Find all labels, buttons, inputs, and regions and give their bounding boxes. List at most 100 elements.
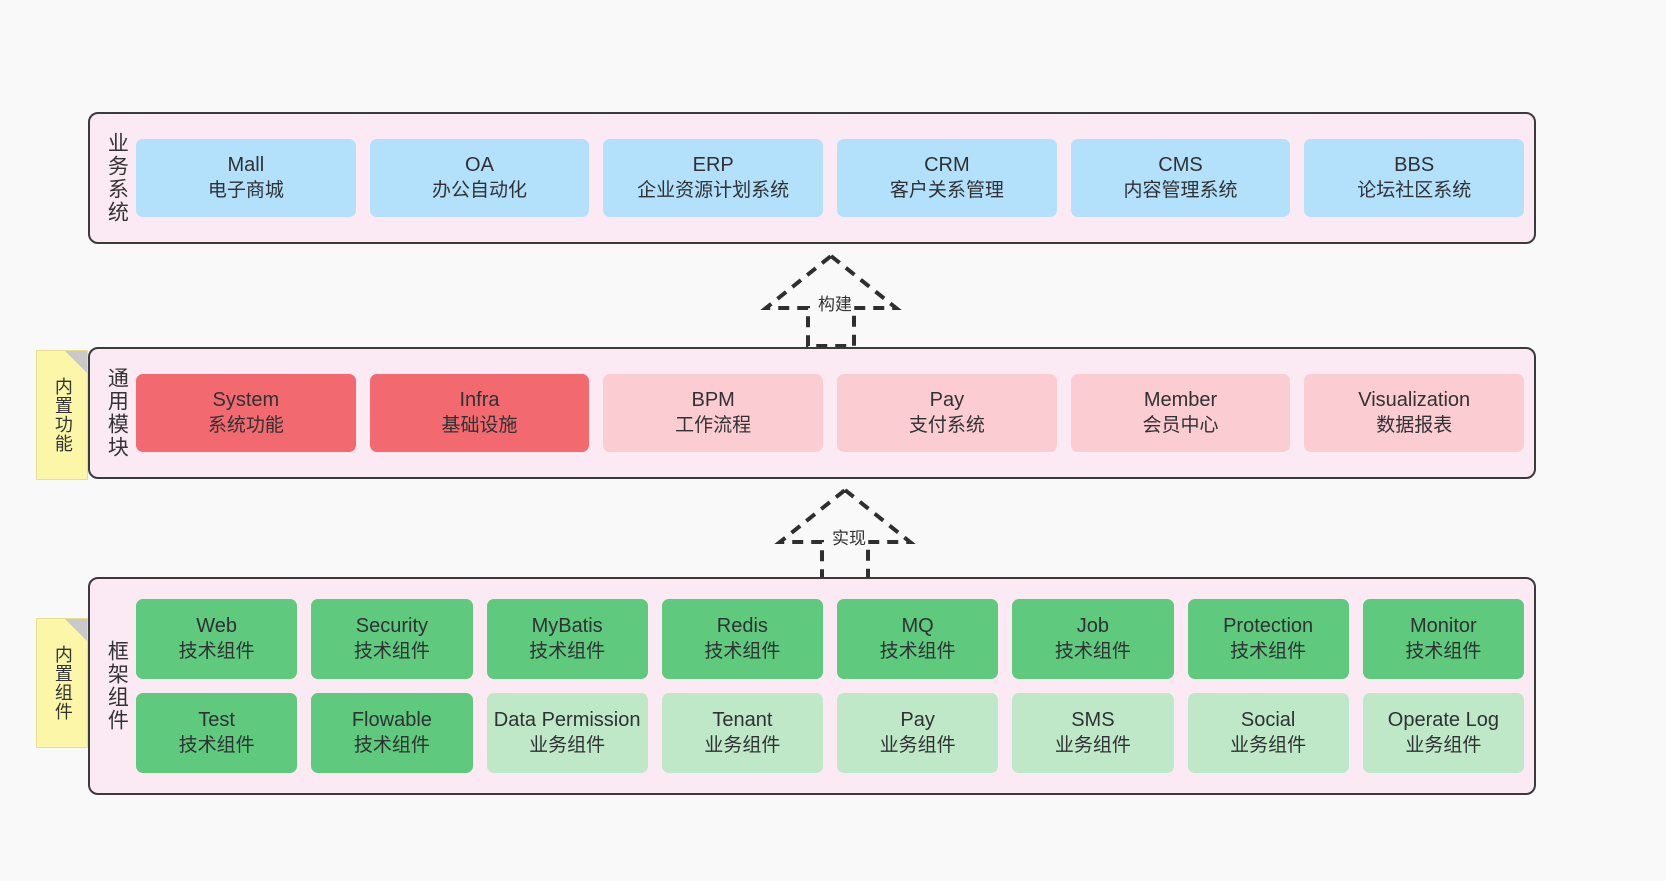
node-security[interactable]: Security 技术组件: [311, 599, 473, 679]
node-subtitle: 业务组件: [704, 734, 781, 756]
node-cms[interactable]: CMS 内容管理系统: [1070, 139, 1291, 217]
layer-label-framework-components: 框架组件: [105, 640, 129, 732]
node-title: Mall: [227, 154, 265, 177]
node-subtitle: 基础设施: [441, 414, 518, 436]
node-test[interactable]: Test 技术组件: [136, 693, 298, 773]
layer-body-framework-components: Web 技术组件 Security 技术组件 MyBatis 技术组件 Redi…: [136, 587, 1524, 785]
node-title: Member: [1143, 389, 1218, 412]
node-web[interactable]: Web 技术组件: [136, 599, 298, 679]
layer-framework-components[interactable]: 框架组件 Web 技术组件 Security 技术组件 MyBatis 技术组件…: [88, 577, 1536, 795]
connector-implement: 实现: [760, 484, 930, 584]
node-oa[interactable]: OA 办公自动化: [369, 139, 590, 217]
node-erp[interactable]: ERP 企业资源计划系统: [603, 139, 824, 217]
note-builtin-functions[interactable]: 内置功能: [36, 350, 88, 480]
note-label: 内置组件: [52, 645, 73, 721]
node-job[interactable]: Job 技术组件: [1012, 599, 1174, 679]
node-subtitle: 数据报表: [1376, 414, 1453, 436]
node-title: MyBatis: [531, 615, 603, 638]
layer-business-systems[interactable]: 业务系统 Mall 电子商城 OA 办公自动化 ERP 企业资源计划系统 CRM…: [88, 112, 1536, 244]
node-monitor[interactable]: Monitor 技术组件: [1362, 599, 1524, 679]
dashed-hollow-arrow-up-icon: [774, 487, 916, 582]
node-title: Flowable: [351, 709, 432, 732]
node-subtitle: 办公自动化: [432, 179, 528, 201]
layer-row: System 系统功能 Infra 基础设施 BPM 工作流程 Pay 支付系统…: [136, 374, 1525, 452]
node-subtitle: 企业资源计划系统: [637, 179, 790, 201]
node-bbs[interactable]: BBS 论坛社区系统: [1304, 139, 1525, 217]
node-subtitle: 支付系统: [908, 414, 985, 436]
node-subtitle: 会员中心: [1142, 414, 1219, 436]
node-subtitle: 技术组件: [353, 640, 430, 662]
node-title: OA: [465, 154, 494, 177]
node-subtitle: 业务组件: [1054, 734, 1131, 756]
node-mall[interactable]: Mall 电子商城: [136, 139, 356, 217]
node-subtitle: 技术组件: [1405, 640, 1482, 662]
node-title: Protection: [1223, 615, 1314, 638]
node-title: Security: [355, 615, 428, 638]
node-bpm[interactable]: BPM 工作流程: [603, 374, 824, 452]
node-subtitle: 技术组件: [178, 640, 255, 662]
node-subtitle: 技术组件: [879, 640, 956, 662]
layer-row: Test 技术组件 Flowable 技术组件 Data Permission …: [136, 693, 1524, 773]
node-title: ERP: [692, 154, 734, 177]
note-fold-corner-icon: [65, 351, 87, 373]
node-subtitle: 业务组件: [1405, 734, 1482, 756]
node-title: Data Permission: [493, 709, 641, 732]
node-mq[interactable]: MQ 技术组件: [837, 599, 999, 679]
dashed-hollow-arrow-up-icon: [760, 253, 902, 348]
layer-row: Web 技术组件 Security 技术组件 MyBatis 技术组件 Redi…: [136, 599, 1524, 679]
node-title: Pay: [900, 709, 935, 732]
node-data-permission[interactable]: Data Permission 业务组件: [486, 693, 648, 773]
layer-label-common-modules: 通用模块: [105, 367, 129, 459]
node-subtitle: 技术组件: [353, 734, 430, 756]
node-infra[interactable]: Infra 基础设施: [369, 374, 590, 452]
node-title: Redis: [716, 615, 768, 638]
node-title: Visualization: [1358, 389, 1471, 412]
node-visualization[interactable]: Visualization 数据报表: [1304, 374, 1525, 452]
node-subtitle: 业务组件: [879, 734, 956, 756]
node-system[interactable]: System 系统功能: [136, 374, 356, 452]
layer-body-business-systems: Mall 电子商城 OA 办公自动化 ERP 企业资源计划系统 CRM 客户关系…: [136, 122, 1525, 234]
node-pay[interactable]: Pay 支付系统: [837, 374, 1057, 452]
note-fold-corner-icon: [65, 619, 87, 641]
node-pay-component[interactable]: Pay 业务组件: [837, 693, 999, 773]
node-tenant[interactable]: Tenant 业务组件: [661, 693, 823, 773]
node-title: Monitor: [1410, 615, 1477, 638]
node-subtitle: 工作流程: [675, 414, 752, 436]
note-builtin-components[interactable]: 内置组件: [36, 618, 88, 748]
node-crm[interactable]: CRM 客户关系管理: [837, 139, 1057, 217]
node-subtitle: 内容管理系统: [1123, 179, 1238, 201]
node-title: CRM: [924, 154, 970, 177]
node-title: SMS: [1071, 709, 1115, 732]
node-subtitle: 技术组件: [529, 640, 606, 662]
node-sms[interactable]: SMS 业务组件: [1012, 693, 1174, 773]
node-title: Tenant: [712, 709, 773, 732]
note-label: 内置功能: [52, 377, 73, 453]
node-mybatis[interactable]: MyBatis 技术组件: [486, 599, 648, 679]
node-title: Pay: [929, 389, 965, 412]
node-title: Job: [1076, 615, 1109, 638]
node-title: BPM: [691, 389, 735, 412]
node-subtitle: 客户关系管理: [889, 179, 1004, 201]
node-title: Test: [198, 709, 235, 732]
layer-common-modules[interactable]: 通用模块 System 系统功能 Infra 基础设施 BPM 工作流程 Pay…: [88, 347, 1536, 479]
node-title: CMS: [1158, 154, 1203, 177]
node-title: Operate Log: [1387, 709, 1499, 732]
node-subtitle: 论坛社区系统: [1357, 179, 1472, 201]
node-subtitle: 技术组件: [1230, 640, 1307, 662]
layer-row: Mall 电子商城 OA 办公自动化 ERP 企业资源计划系统 CRM 客户关系…: [136, 139, 1525, 217]
node-title: Infra: [459, 389, 500, 412]
node-social[interactable]: Social 业务组件: [1187, 693, 1349, 773]
layer-label-business-systems: 业务系统: [105, 132, 129, 224]
node-flowable[interactable]: Flowable 技术组件: [311, 693, 473, 773]
node-protection[interactable]: Protection 技术组件: [1187, 599, 1349, 679]
node-title: Social: [1240, 709, 1296, 732]
node-title: BBS: [1394, 154, 1435, 177]
node-operate-log[interactable]: Operate Log 业务组件: [1362, 693, 1524, 773]
node-member[interactable]: Member 会员中心: [1070, 374, 1291, 452]
layer-body-common-modules: System 系统功能 Infra 基础设施 BPM 工作流程 Pay 支付系统…: [136, 357, 1525, 469]
node-subtitle: 电子商城: [207, 179, 284, 201]
node-redis[interactable]: Redis 技术组件: [661, 599, 823, 679]
node-subtitle: 业务组件: [529, 734, 606, 756]
node-subtitle: 技术组件: [704, 640, 781, 662]
